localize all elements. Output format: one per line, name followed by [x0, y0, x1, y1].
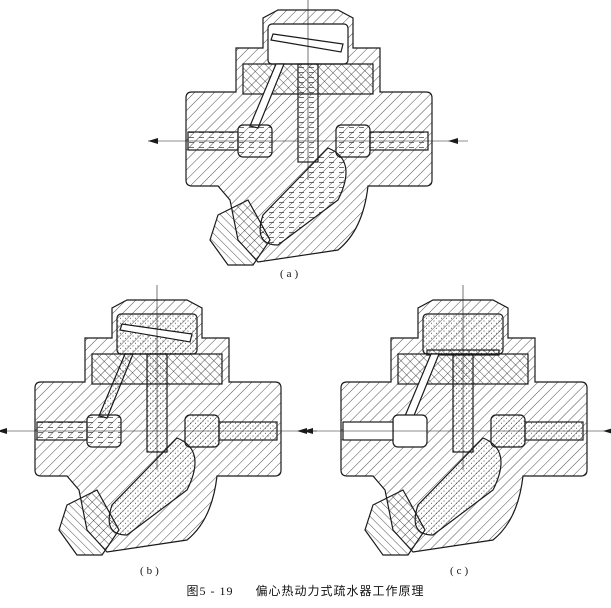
valve-panel-c — [303, 285, 611, 556]
inlet-arrow-icon — [603, 428, 611, 434]
inlet-arrow-icon — [448, 138, 458, 144]
figure-caption: 图5 - 19 偏心热动力式疏水器工作原理 — [0, 582, 611, 599]
inlet-arrow-icon — [297, 428, 307, 434]
valve-disc-tilted — [270, 33, 344, 53]
outlet-arrow-icon — [303, 428, 313, 434]
panel-label-c: (c) — [450, 565, 472, 577]
outlet-arrow-icon — [0, 428, 7, 434]
strainer-plug — [209, 199, 271, 266]
strainer-plug — [58, 489, 120, 556]
valve-panel-b — [0, 285, 317, 556]
caption-number: 图5 - 19 — [186, 584, 234, 598]
panel-label-a: (a) — [280, 268, 302, 280]
valve-panel-a — [148, 0, 468, 266]
panel-label-b: (b) — [140, 565, 162, 577]
valve-disc-tilted — [119, 323, 193, 343]
outlet-arrow-icon — [148, 138, 158, 144]
strainer-plug — [364, 489, 426, 556]
caption-title: 偏心热动力式疏水器工作原理 — [255, 584, 425, 598]
